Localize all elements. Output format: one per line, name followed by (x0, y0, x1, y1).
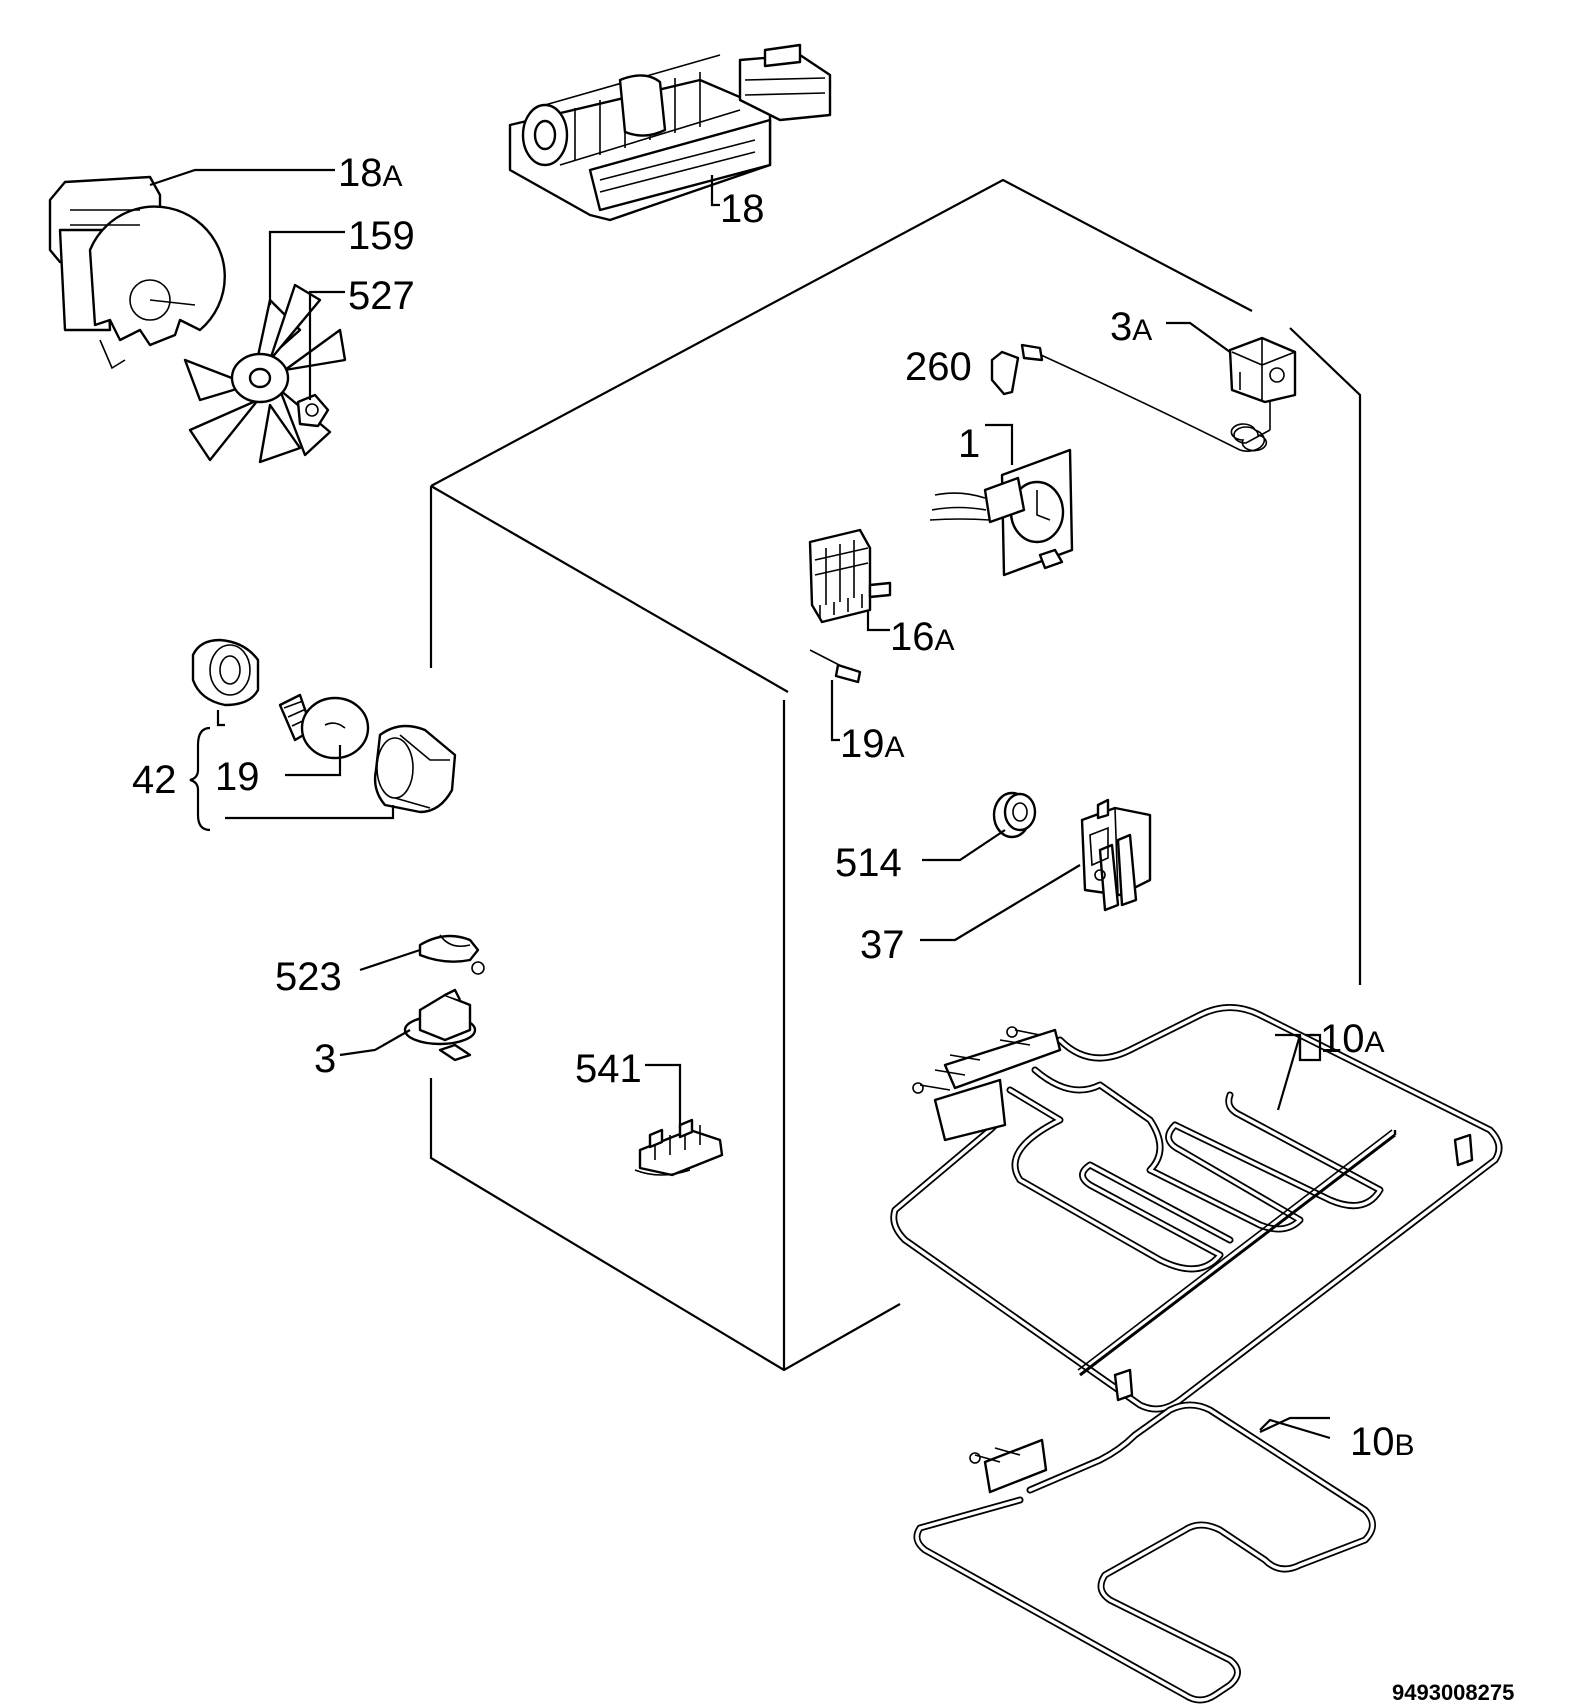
fan-blade-part (183, 283, 347, 464)
label-527: 527 (348, 274, 415, 318)
label-18: 18 (720, 187, 765, 231)
sensor-part (809, 649, 862, 684)
label-42: 42 (132, 758, 177, 802)
bushing-part (992, 791, 1037, 839)
leader-lines (149, 168, 1331, 1440)
selector-switch-part (808, 528, 892, 624)
terminal-block-part (634, 1118, 724, 1177)
label-1: 1 (958, 422, 980, 466)
label-541: 541 (575, 1047, 642, 1091)
fan-motor-part (48, 175, 226, 370)
oven-cavity-outline (429, 178, 1362, 1372)
label-19a: 19A (840, 722, 905, 766)
label-260: 260 (905, 345, 972, 389)
label-16a: 16A (890, 615, 955, 659)
label-159: 159 (348, 214, 415, 258)
timer-part (929, 448, 1074, 577)
door-lock-part (1080, 798, 1152, 912)
label-3a: 3A (1110, 305, 1152, 349)
label-10a: 10A (1320, 1017, 1385, 1061)
bottom-element-part (913, 1401, 1376, 1704)
safety-thermostat-part (403, 934, 485, 1062)
label-3: 3 (314, 1037, 336, 1081)
drawing-code: 9493008275 (1392, 1680, 1514, 1705)
oven-lamp-part (191, 638, 457, 814)
label-523: 523 (275, 955, 342, 999)
label-19: 19 (215, 755, 260, 799)
thermostat-part (990, 336, 1297, 452)
cooling-fan-part (508, 43, 832, 222)
label-514: 514 (835, 841, 902, 885)
label-18a: 18A (338, 151, 403, 195)
label-37: 37 (860, 923, 905, 967)
grill-element-part (890, 1004, 1503, 1413)
group-bracket (189, 726, 211, 832)
label-10b: 10B (1350, 1420, 1415, 1464)
